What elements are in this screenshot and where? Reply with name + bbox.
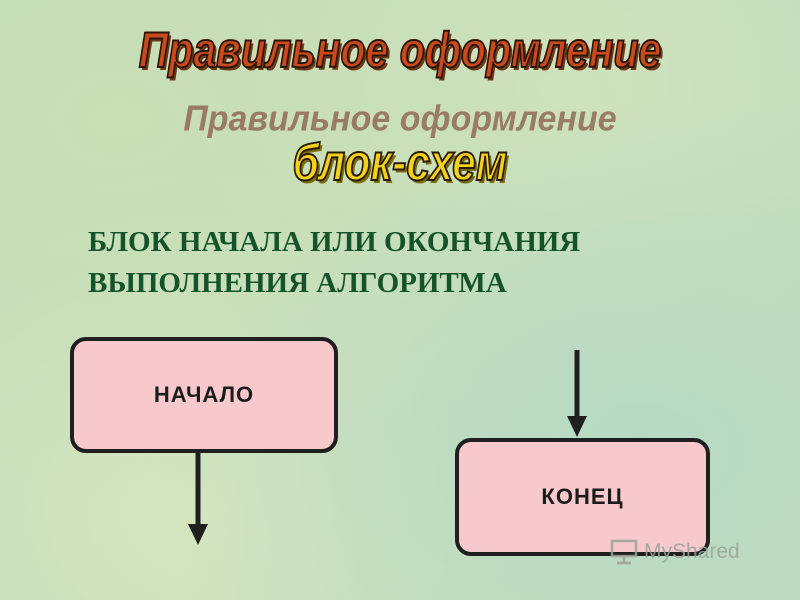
start-terminator-block: НАЧАЛО xyxy=(70,337,338,453)
watermark-text: MyShared xyxy=(644,540,740,563)
arrow-into-end xyxy=(567,350,587,437)
end-block-label: КОНЕЦ xyxy=(541,484,624,509)
start-block-label: НАЧАЛО xyxy=(153,382,255,407)
end-terminator-block: КОНЕЦ xyxy=(455,438,710,556)
slide-subtitle: блок-схем xyxy=(292,133,508,193)
heading-line-2: ВЫПОЛНЕНИЯ АЛГОРИТМА xyxy=(88,267,507,299)
presentation-board-icon xyxy=(610,539,638,565)
slide-title: Правильное оформление xyxy=(138,21,662,79)
title-shadow-text: Правильное оформление xyxy=(183,99,617,139)
block-description-heading: БЛОК НАЧАЛА ИЛИ ОКОНЧАНИЯ ВЫПОЛНЕНИЯ АЛГ… xyxy=(88,222,748,304)
arrow-out-of-start xyxy=(188,453,208,545)
heading-line-1: БЛОК НАЧАЛА ИЛИ ОКОНЧАНИЯ xyxy=(88,226,581,258)
watermark: MyShared xyxy=(610,538,740,566)
